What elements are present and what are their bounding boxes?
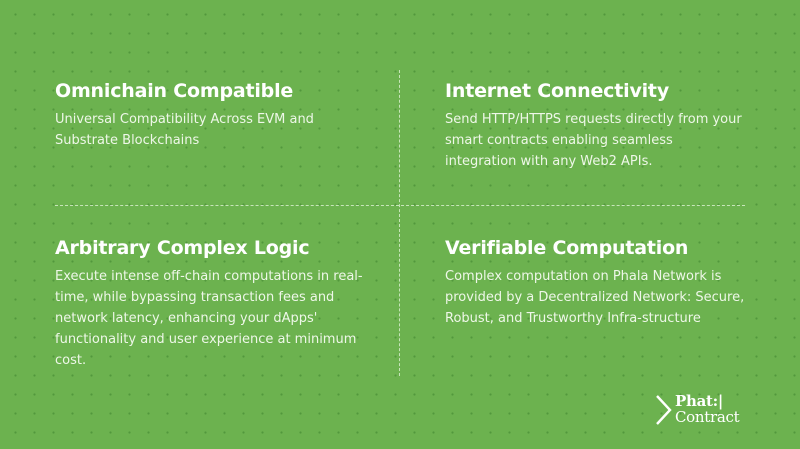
feature-title: Internet Connectivity [445,80,670,102]
feature-card-omnichain: Omnichain Compatible Universal Compatibi… [55,79,355,151]
phat-contract-logo: Phat:| Contract [655,393,755,429]
feature-card-internet-connectivity: Internet Connectivity Send HTTP/HTTPS re… [445,79,745,172]
feature-description: Complex computation on Phala Network is … [445,269,745,326]
feature-description: Execute intense off-chain computations i… [55,269,363,368]
feature-card-verifiable-computation: Verifiable Computation Complex computati… [445,236,745,329]
feature-description: Send HTTP/HTTPS requests directly from y… [445,112,742,169]
feature-description: Universal Compatibility Across EVM and S… [55,112,314,148]
chevron-right-icon [656,395,672,425]
horizontal-divider [55,205,745,206]
feature-title: Verifiable Computation [445,237,689,259]
logo-wordmark: Phat:| Contract [675,392,740,426]
logo-line-contract: Contract [675,408,740,426]
vertical-divider [399,70,400,376]
feature-card-arbitrary-logic: Arbitrary Complex Logic Execute intense … [55,236,365,371]
feature-title: Omnichain Compatible [55,80,294,102]
feature-title: Arbitrary Complex Logic [55,237,310,259]
logo-line-phat: Phat:| [675,392,724,410]
